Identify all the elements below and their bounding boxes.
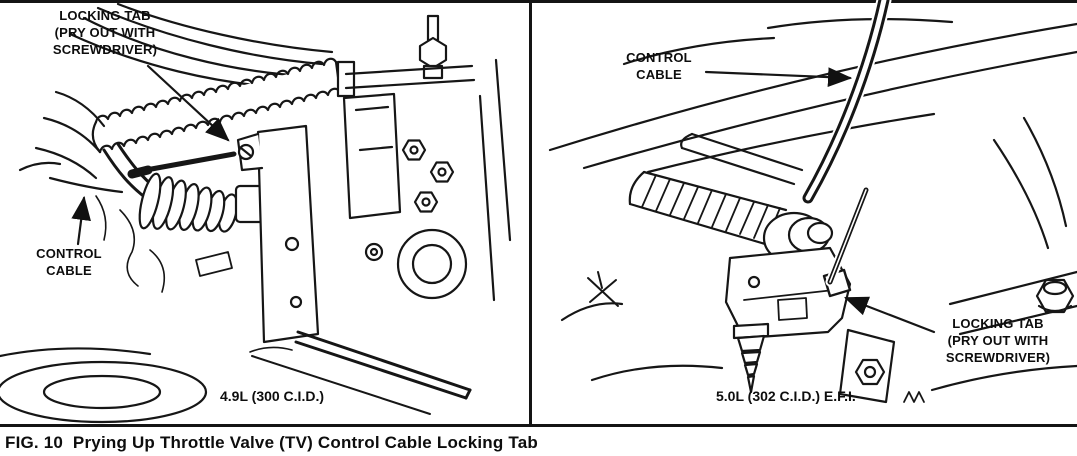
- fold-crack-mark: [587, 271, 619, 307]
- label-locking-tab-left: LOCKING TAB (PRY OUT WITH SCREWDRIVER): [52, 8, 158, 57]
- tv-connector-body: [724, 246, 852, 340]
- left-panel-drawing-49l: [0, 2, 512, 424]
- control-cable-arrow: [71, 195, 91, 246]
- figure-caption: FIG. 10 Prying Up Throttle Valve (TV) Co…: [5, 433, 538, 452]
- squiggle-mark: [903, 391, 925, 403]
- panel-divider: [529, 0, 532, 427]
- locking-tab-arrow: [843, 296, 936, 334]
- screwdriver: [127, 151, 237, 179]
- engine-label-49l: 4.9L (300 C.I.D.): [220, 388, 325, 404]
- label-control-cable-right: CONTROL CABLE: [626, 50, 692, 82]
- mounting-bracket: [838, 328, 896, 404]
- connector-nipple: [732, 322, 770, 394]
- air-cleaner: [0, 347, 208, 424]
- hand-outline: [18, 90, 124, 194]
- engine-detail-lines: [95, 14, 512, 353]
- label-control-cable-left: CONTROL CABLE: [36, 246, 102, 278]
- right-panel-drawing-50l: [548, 0, 1077, 404]
- top-border-rule: [0, 0, 1077, 3]
- tv-cable-bellows: [138, 172, 266, 233]
- control-cable-arrow: [704, 67, 853, 87]
- caption-divider-rule: [0, 424, 1077, 427]
- ribbed-hose: [628, 132, 804, 248]
- engine-label-50l: 5.0L (302 C.I.D.) E.F.I.: [716, 388, 856, 404]
- cable-end-rod: [825, 185, 871, 287]
- locking-tab-arrow: [146, 64, 230, 142]
- label-locking-tab-right: LOCKING TAB (PRY OUT WITH SCREWDRIVER): [945, 316, 1051, 365]
- hex-bolt: [1035, 278, 1075, 314]
- control-cable-line: [800, 0, 892, 206]
- throttle-rod: [251, 330, 472, 415]
- locking-tab-bolt: [237, 143, 255, 161]
